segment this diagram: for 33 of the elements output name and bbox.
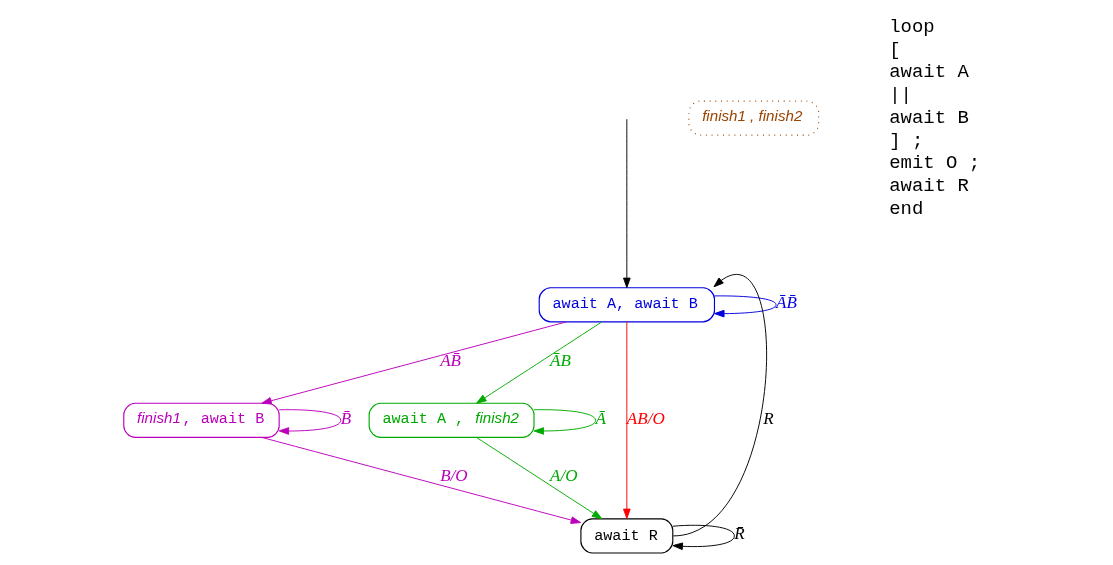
- edge-label: AB̄: [440, 350, 462, 370]
- arrow: [714, 295, 777, 318]
- arrow: [476, 437, 603, 520]
- label: await R: [889, 175, 969, 198]
- label: await B: [889, 106, 969, 129]
- label: loop: [889, 15, 935, 38]
- label: ] ;: [889, 129, 924, 152]
- node-box: await R: [580, 518, 674, 554]
- arrow: [278, 409, 342, 435]
- arrow: [623, 118, 631, 289]
- label: end: [889, 197, 924, 220]
- arrow: [261, 321, 567, 405]
- arrow: [623, 321, 631, 520]
- arrow: [533, 409, 597, 435]
- node-box: finish1, await B: [123, 402, 280, 438]
- label: emit O ;: [889, 152, 981, 175]
- edge-label: A/O: [550, 466, 578, 486]
- node-box: await A, await B: [538, 287, 716, 323]
- edge-label: R: [763, 408, 774, 428]
- edge-label: B̄: [340, 408, 352, 428]
- label: ||: [889, 84, 912, 107]
- edge-label: Ā: [595, 408, 606, 428]
- label: [: [889, 38, 901, 61]
- arrow: [672, 524, 735, 551]
- node-box: await A , finish2: [368, 402, 535, 438]
- arrow: [261, 437, 582, 524]
- edge-label: ĀB: [550, 350, 571, 370]
- edge-label: B/O: [440, 466, 468, 486]
- node-box: finish1 , finish2: [688, 100, 820, 136]
- label: await A: [889, 61, 969, 84]
- edge-label: ĀB̄: [776, 292, 797, 312]
- arrow: [476, 321, 603, 404]
- edge-label: R̄: [734, 524, 745, 544]
